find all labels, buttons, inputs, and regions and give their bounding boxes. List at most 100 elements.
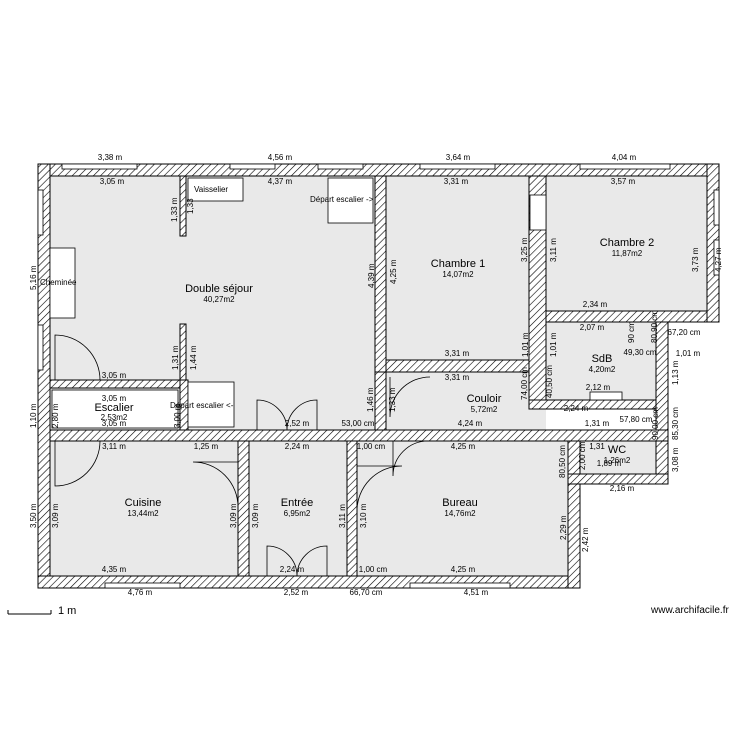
dim-mid-9: 1,00 cm bbox=[357, 442, 386, 451]
dim-mid-4: 1,31 m bbox=[585, 419, 610, 428]
door-cuisine-2 bbox=[192, 461, 239, 508]
dim-mid-8: 2,24 m bbox=[285, 442, 310, 451]
room-area-escalier: 2,53m2 bbox=[101, 413, 128, 422]
window-top-1 bbox=[61, 163, 138, 170]
floor-bureau bbox=[357, 441, 568, 576]
dim-bottom-inner-1: 4,35 m bbox=[102, 565, 127, 574]
door-cuisine-1 bbox=[54, 440, 101, 487]
dim-cuisine-top2: 1,25 m bbox=[194, 442, 219, 451]
dim-esc-top: 3,05 m bbox=[102, 394, 127, 403]
room-name-double-sejour: Double séjour bbox=[185, 283, 253, 295]
dim-sdb-cm2: 80,90 cm bbox=[650, 310, 659, 343]
wall-couloir-left bbox=[374, 371, 387, 431]
doors bbox=[54, 334, 431, 577]
window-top-4 bbox=[419, 163, 496, 170]
room-area-entree: 6,95m2 bbox=[284, 509, 311, 518]
window-sdb bbox=[589, 391, 623, 401]
room-area-bureau: 14,76m2 bbox=[444, 509, 476, 518]
window-bottom-2 bbox=[409, 582, 511, 589]
dim-sdb-v2: 1,01 m bbox=[549, 332, 558, 357]
wall-ch2-bottom bbox=[545, 310, 708, 323]
wall-middle bbox=[49, 429, 669, 442]
dim-bottom-outer-4: 4,51 m bbox=[464, 588, 489, 597]
dim-chambre2-h2: 3,73 m bbox=[691, 247, 700, 272]
dim-left-outer: 5,16 m bbox=[29, 265, 38, 290]
dim-wc-1: 1,31 bbox=[589, 442, 605, 451]
dim-top-inner-4: 3,57 m bbox=[611, 177, 636, 186]
dim-bureau-v1: 3,10 m bbox=[359, 503, 368, 528]
dimension-labels: 3,38 m 4,56 m 3,64 m 4,04 m 3,05 m 4,37 … bbox=[29, 153, 723, 597]
wall-entree-bureau bbox=[346, 440, 358, 577]
room-name-chambre2: Chambre 2 bbox=[600, 237, 654, 249]
dim-sdb-bottom2: 2,24 m bbox=[564, 404, 589, 413]
dim-top-outer-4: 4,04 m bbox=[612, 153, 637, 162]
dim-entree-v1: 3,09 m bbox=[251, 503, 260, 528]
dim-sdb-top: 2,07 m bbox=[580, 323, 605, 332]
floors bbox=[50, 176, 707, 576]
vaisselier-cabinet bbox=[187, 177, 244, 202]
dim-vaisselier-h2: 1,33 bbox=[186, 198, 195, 214]
dim-cuisine-v2: 3,09 m bbox=[51, 503, 60, 528]
dim-chambre1-h: 4,25 m bbox=[389, 259, 398, 284]
dim-mid-7: 90,00 cm bbox=[651, 407, 660, 440]
window-ch1-ch2 bbox=[529, 194, 547, 231]
label-depart-escalier-right: Départ escalier -> bbox=[310, 195, 374, 204]
wall-sdb-right bbox=[655, 321, 669, 475]
dim-vaisselier-h1: 1,33 m bbox=[170, 197, 179, 222]
dim-sdb-cm3: 67,20 cm bbox=[668, 328, 701, 337]
windows bbox=[37, 163, 720, 589]
dim-sejour-v3: 1,44 m bbox=[189, 345, 198, 370]
room-labels: Double séjour 40,27m2 Chambre 1 14,07m2 … bbox=[94, 237, 654, 518]
escalier-steps bbox=[51, 389, 179, 429]
room-name-wc: WC bbox=[608, 444, 626, 456]
floor-chambre2 bbox=[546, 176, 707, 311]
room-name-couloir: Couloir bbox=[467, 393, 502, 405]
room-area-double-sejour: 40,27m2 bbox=[203, 295, 235, 304]
dim-sdb-bottom1: 2,12 m bbox=[586, 383, 611, 392]
window-right-1 bbox=[713, 189, 720, 226]
room-area-chambre2: 11,87m2 bbox=[612, 249, 643, 258]
stair-left-block bbox=[187, 381, 235, 428]
room-area-chambre1: 14,07m2 bbox=[442, 270, 474, 279]
dim-wc-4: 80,50 cm bbox=[558, 445, 567, 478]
dim-cuisine-v3: 3,09 m bbox=[229, 503, 238, 528]
label-depart-escalier-left: Départ escalier <- bbox=[170, 401, 234, 410]
dim-wc-2: 1,89 m bbox=[597, 459, 622, 468]
window-top-5 bbox=[579, 163, 671, 170]
dim-top-inner-1: 3,05 m bbox=[100, 177, 125, 186]
wall-sejour-escalier bbox=[49, 379, 181, 389]
room-name-cuisine: Cuisine bbox=[125, 497, 162, 509]
stair-right-block bbox=[327, 177, 374, 224]
dim-mid-2: 53,00 cm bbox=[342, 419, 375, 428]
dim-bottom-outer-1: 4,76 m bbox=[128, 588, 153, 597]
dim-sdb-cm4: 49,30 cm bbox=[624, 348, 657, 357]
room-area-cuisine: 13,44m2 bbox=[127, 509, 159, 518]
dim-mid-6: 85,30 cm bbox=[671, 407, 680, 440]
dim-esc-left: 1,10 m bbox=[29, 403, 38, 428]
scale-bar bbox=[7, 610, 52, 615]
dim-bureau-top: 4,25 m bbox=[451, 442, 476, 451]
room-name-sdb: SdB bbox=[592, 353, 613, 365]
scale-label: 1 m bbox=[58, 605, 77, 617]
dim-top-outer-3: 3,64 m bbox=[446, 153, 471, 162]
dim-sdb-cm5: 74,00 cm bbox=[520, 367, 529, 400]
dim-wc-6: 2,16 m bbox=[610, 484, 635, 493]
dim-esc-inner: 3,05 m bbox=[102, 419, 127, 428]
dim-bottom-inner-3: 1,00 cm bbox=[359, 565, 388, 574]
room-area-couloir: 5,72m2 bbox=[471, 405, 498, 414]
dim-sdb-v1: 1,01 m bbox=[521, 332, 530, 357]
wall-cuisine-entree bbox=[237, 440, 250, 577]
wall-ch1-bottom bbox=[385, 359, 530, 373]
door-entree-double bbox=[256, 399, 318, 431]
dim-mid-1: 2,52 m bbox=[285, 419, 310, 428]
window-left-2 bbox=[37, 324, 44, 371]
dim-bottom-outer-2: 2,52 m bbox=[284, 588, 309, 597]
dim-sdb-cm6: 40,50 cm bbox=[545, 365, 554, 398]
floor-entree bbox=[249, 441, 347, 576]
dim-entree-v2: 3,11 m bbox=[338, 504, 347, 528]
fixture-labels: Vaisselier Cheminée Départ escalier -> D… bbox=[40, 185, 374, 410]
window-bottom-1 bbox=[104, 582, 181, 589]
dim-cuisine-top: 3,11 m bbox=[102, 442, 126, 451]
door-couloir bbox=[389, 376, 431, 418]
